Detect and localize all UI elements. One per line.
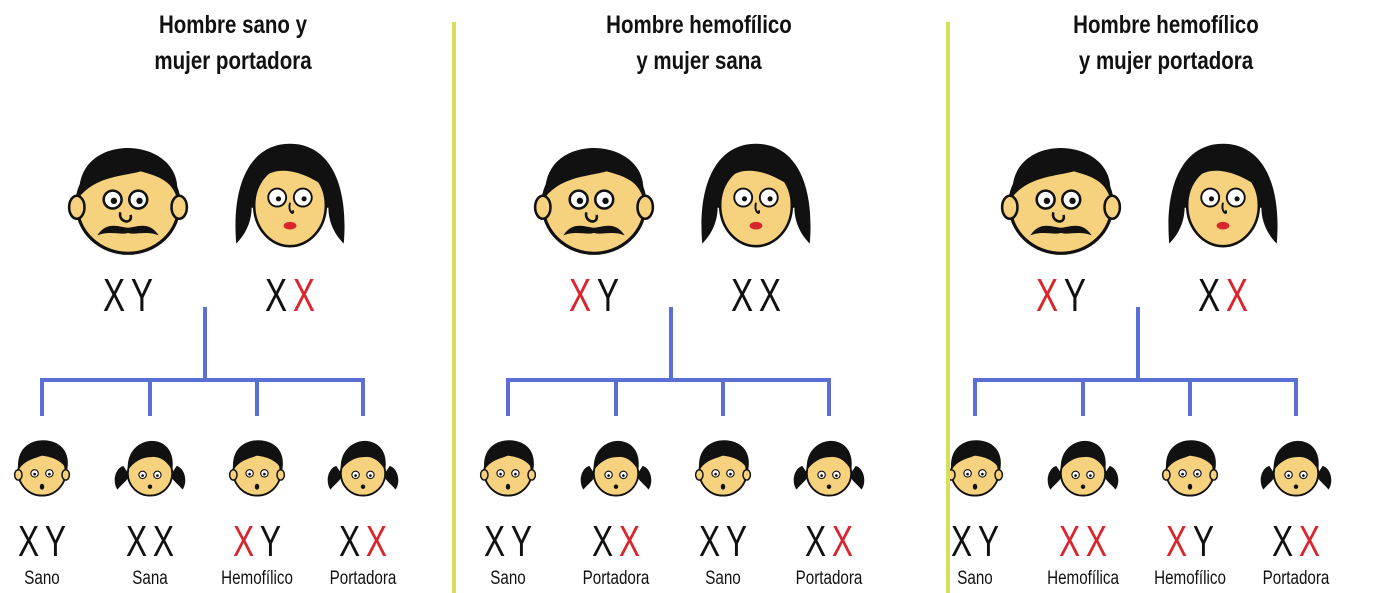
panel-title-line1: Hombre hemofílico <box>1073 11 1259 39</box>
panel-title-line2: y mujer portadora <box>1078 47 1254 75</box>
girl-face-icon <box>1046 429 1120 508</box>
chromosome-1: X <box>591 517 614 566</box>
mother-face-icon <box>1159 131 1287 264</box>
boy-face-icon <box>5 429 79 508</box>
chromosome-1: X <box>731 269 754 321</box>
girl-face-icon <box>113 429 187 508</box>
chromosome-2: X <box>292 269 315 321</box>
child-label: Portadora <box>582 568 650 589</box>
chromosome-2: Y <box>1063 269 1086 321</box>
girl-face-icon <box>1259 429 1333 508</box>
panel-divider <box>452 22 456 593</box>
family-tree-lines <box>973 307 1298 416</box>
child-label: Sano <box>957 568 993 589</box>
chromosome-2: X <box>758 269 781 321</box>
panel-divider <box>946 22 950 593</box>
panel-title-line2: mujer portadora <box>154 47 312 75</box>
mother-face-icon <box>226 131 354 264</box>
family-tree-lines <box>506 307 831 416</box>
chromosome-2: Y <box>44 517 67 566</box>
chromosome-1: X <box>17 517 40 566</box>
child-label: Sano <box>490 568 526 589</box>
chromosome-1: X <box>1198 269 1221 321</box>
chromosome-1: X <box>338 517 361 566</box>
chromosome-1: X <box>103 269 126 321</box>
chromosome-1: X <box>483 517 506 566</box>
child-label: Portadora <box>329 568 397 589</box>
child-label: Sano <box>24 568 60 589</box>
chromosome-1: X <box>1036 269 1059 321</box>
chromosome-2: X <box>152 517 175 566</box>
chromosome-1: X <box>1165 517 1188 566</box>
chromosome-2: Y <box>510 517 533 566</box>
child-label: Hemofílico <box>221 568 293 589</box>
father-face-icon <box>530 133 658 266</box>
chromosome-2: X <box>618 517 641 566</box>
child-label: Sana <box>132 568 168 589</box>
chromosome-2: X <box>365 517 388 566</box>
father-face-icon <box>64 133 192 266</box>
mother-face-icon <box>692 131 820 264</box>
chromosome-2: X <box>1225 269 1248 321</box>
girl-face-icon <box>792 429 866 508</box>
family-tree-lines <box>40 307 365 416</box>
boy-face-icon <box>471 429 545 508</box>
child-label: Portadora <box>795 568 863 589</box>
boy-face-icon <box>938 429 1012 508</box>
child-label: Hemofílica <box>1047 568 1119 589</box>
chromosome-2: Y <box>259 517 282 566</box>
chromosome-1: X <box>1271 517 1294 566</box>
chromosome-2: Y <box>596 269 619 321</box>
child-label: Portadora <box>1262 568 1330 589</box>
girl-face-icon <box>326 429 400 508</box>
chromosome-1: X <box>569 269 592 321</box>
chromosome-1: X <box>1058 517 1081 566</box>
chromosome-2: Y <box>725 517 748 566</box>
child-label: Hemofílico <box>1154 568 1226 589</box>
boy-face-icon <box>220 429 294 508</box>
chromosome-1: X <box>804 517 827 566</box>
chromosome-2: X <box>1085 517 1108 566</box>
chromosome-2: X <box>831 517 854 566</box>
boy-face-icon <box>1153 429 1227 508</box>
chromosome-2: Y <box>1192 517 1215 566</box>
chromosome-1: X <box>125 517 148 566</box>
child-label: Sano <box>705 568 741 589</box>
panel-title-line2: y mujer sana <box>636 47 762 75</box>
panel-title-line1: Hombre hemofílico <box>606 11 792 39</box>
girl-face-icon <box>579 429 653 508</box>
chromosome-1: X <box>232 517 255 566</box>
chromosome-2: Y <box>977 517 1000 566</box>
chromosome-1: X <box>698 517 721 566</box>
panel-title-line1: Hombre sano y <box>158 11 308 39</box>
chromosome-1: X <box>950 517 973 566</box>
boy-face-icon <box>686 429 760 508</box>
chromosome-1: X <box>265 269 288 321</box>
chromosome-2: X <box>1298 517 1321 566</box>
chromosome-2: Y <box>130 269 153 321</box>
father-face-icon <box>997 133 1125 266</box>
